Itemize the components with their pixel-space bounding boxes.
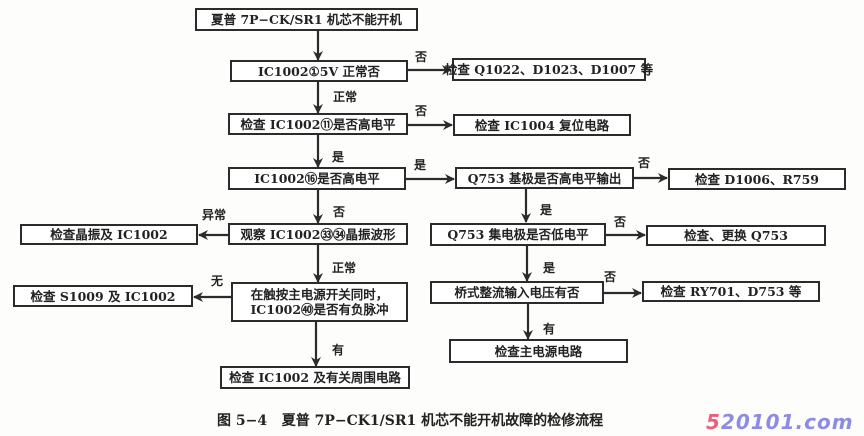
- edge-label-no-pin16: 否: [333, 205, 346, 219]
- edge-label-no-rectifier: 否: [604, 270, 617, 284]
- node-replace-q753: 检查、更换 Q753: [646, 225, 826, 246]
- edge-label-none-pulse: 无: [211, 274, 224, 288]
- figure-caption: 图 5−4 夏普 7P−CK1/SR1 机芯不能开机故障的检修流程: [217, 413, 604, 429]
- node-check-ic1004: 检查 IC1004 复位电路: [453, 114, 631, 136]
- node-touch-switch: 在触按主电源开关同时， IC1002㊵是否有负脉冲: [231, 282, 408, 322]
- edge-label-yes-collector: 是: [543, 261, 556, 275]
- node-check-main-power: 检查主电源电路: [449, 339, 628, 363]
- node-check-ic1002-periph: 检查 IC1002 及有关周围电路: [220, 366, 410, 389]
- edge-label-yes-pin11: 是: [332, 150, 345, 164]
- node-q753-collector: Q753 集电极是否低电平: [430, 223, 606, 246]
- node-start: 夏普 7P−CK/SR1 机芯不能开机: [195, 8, 418, 31]
- node-check-ry701: 检查 RY701、D753 等: [642, 281, 820, 302]
- edge-label-has-pulse: 有: [332, 343, 345, 357]
- node-check-crystal: 检查晶振及 IC1002: [20, 224, 198, 245]
- node-check-s1009: 检查 S1009 及 IC1002: [13, 285, 193, 307]
- edge-label-yes-pin16: 是: [414, 158, 427, 172]
- node-check-q1022: 检查 Q1022、D1023、D1007 等: [445, 58, 653, 81]
- node-check-d1006: 检查 D1006、R759: [668, 168, 846, 190]
- node-touch-switch-line1: 在触按主电源开关同时，: [250, 287, 389, 302]
- node-check-pin16: IC1002⑯是否高电平: [228, 167, 406, 190]
- edge-label-has-rectifier: 有: [543, 322, 556, 336]
- node-touch-switch-line2: IC1002㊵是否有负脉冲: [250, 302, 389, 317]
- edge-label-no-5v: 否: [415, 50, 428, 64]
- watermark-first: 5: [706, 410, 721, 434]
- node-bridge-rectifier: 桥式整流输入电压有否: [430, 281, 604, 304]
- node-check-pin11: 检查 IC1002⑪是否高电平: [228, 113, 408, 135]
- edge-label-no-base: 否: [638, 156, 651, 170]
- edge-label-yes-base: 是: [540, 203, 553, 217]
- node-observe-crystal: 观察 IC1002㉝㉞晶振波形: [228, 223, 408, 245]
- node-check-5v: IC1002①5V 正常否: [230, 60, 408, 82]
- edge-label-normal-5v: 正常: [333, 90, 358, 104]
- edge-label-no-pin11: 否: [415, 104, 428, 118]
- node-q753-base: Q753 基极是否高电平输出: [455, 167, 634, 189]
- edge-label-normal-crystal: 正常: [332, 261, 357, 275]
- watermark-rest: 20101.com: [720, 410, 854, 434]
- watermark-logo: 520101.com: [706, 410, 854, 434]
- edge-label-no-collector: 否: [614, 215, 627, 229]
- edge-label-abnormal-crystal: 异常: [202, 208, 227, 222]
